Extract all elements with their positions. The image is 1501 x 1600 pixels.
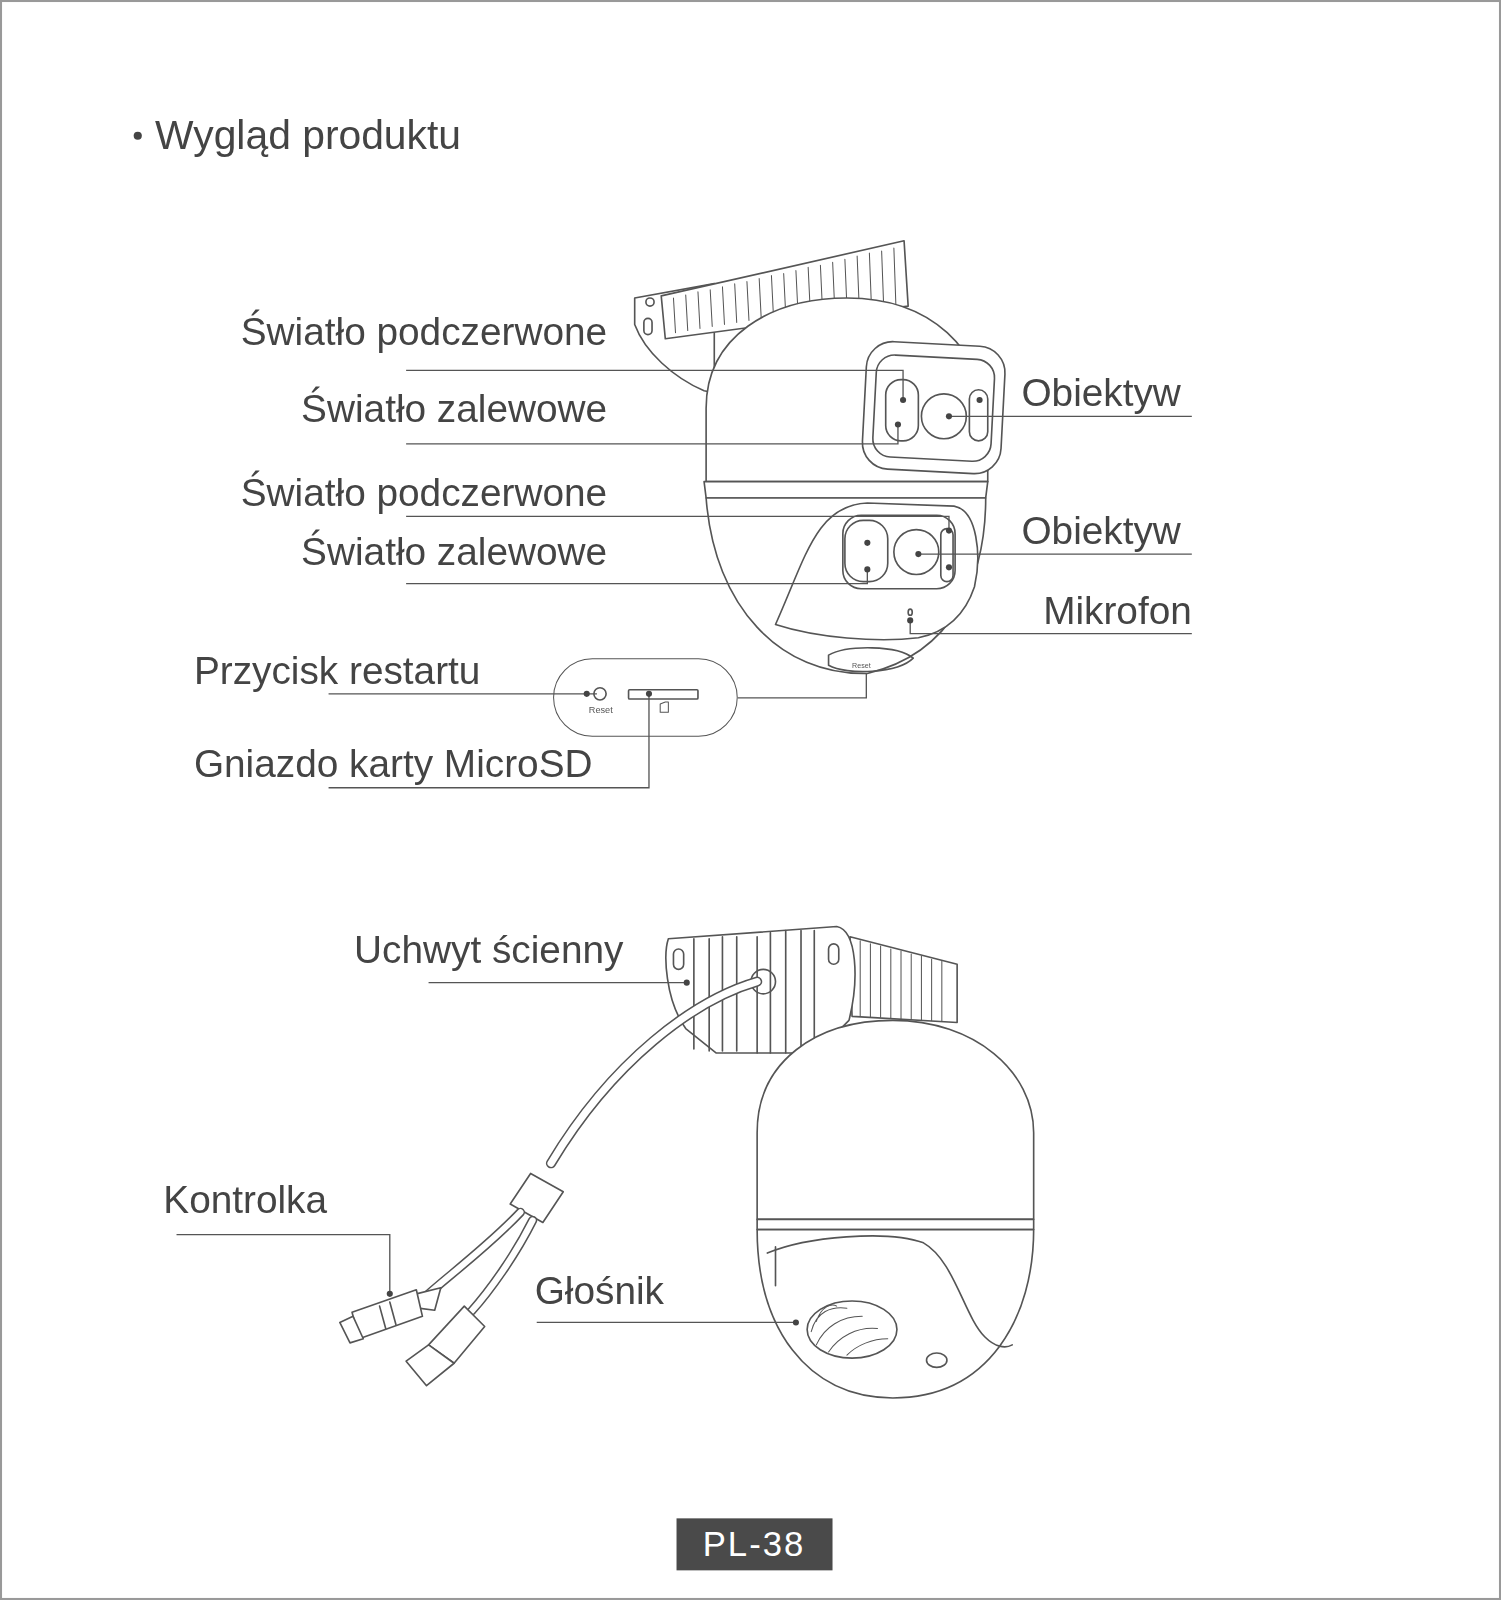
part-label: Światło podczerwone <box>241 473 607 512</box>
part-label: Gniazdo karty MicroSD <box>194 744 593 783</box>
part-label: Kontrolka <box>163 1181 327 1220</box>
part-label: Światło zalewowe <box>301 533 607 572</box>
part-label: Uchwyt ścienny <box>354 931 623 970</box>
part-label: Mikrofon <box>1043 592 1192 631</box>
button-caption: Reset <box>589 706 613 715</box>
page-number: PL-38 <box>677 1518 832 1569</box>
part-label: Światło podczerwone <box>241 312 607 351</box>
part-label: Obiektyw <box>1021 373 1180 412</box>
page-number-text: PL-38 <box>703 1527 806 1562</box>
port-panel: Reset <box>553 658 738 737</box>
part-label: Przycisk restartu <box>194 651 481 690</box>
part-label: Światło zalewowe <box>301 390 607 429</box>
svg-text:Reset: Reset <box>852 662 871 670</box>
page-title: Wygląd produktu <box>155 114 461 155</box>
part-label: Głośnik <box>535 1271 664 1310</box>
part-label: Obiektyw <box>1021 511 1180 550</box>
